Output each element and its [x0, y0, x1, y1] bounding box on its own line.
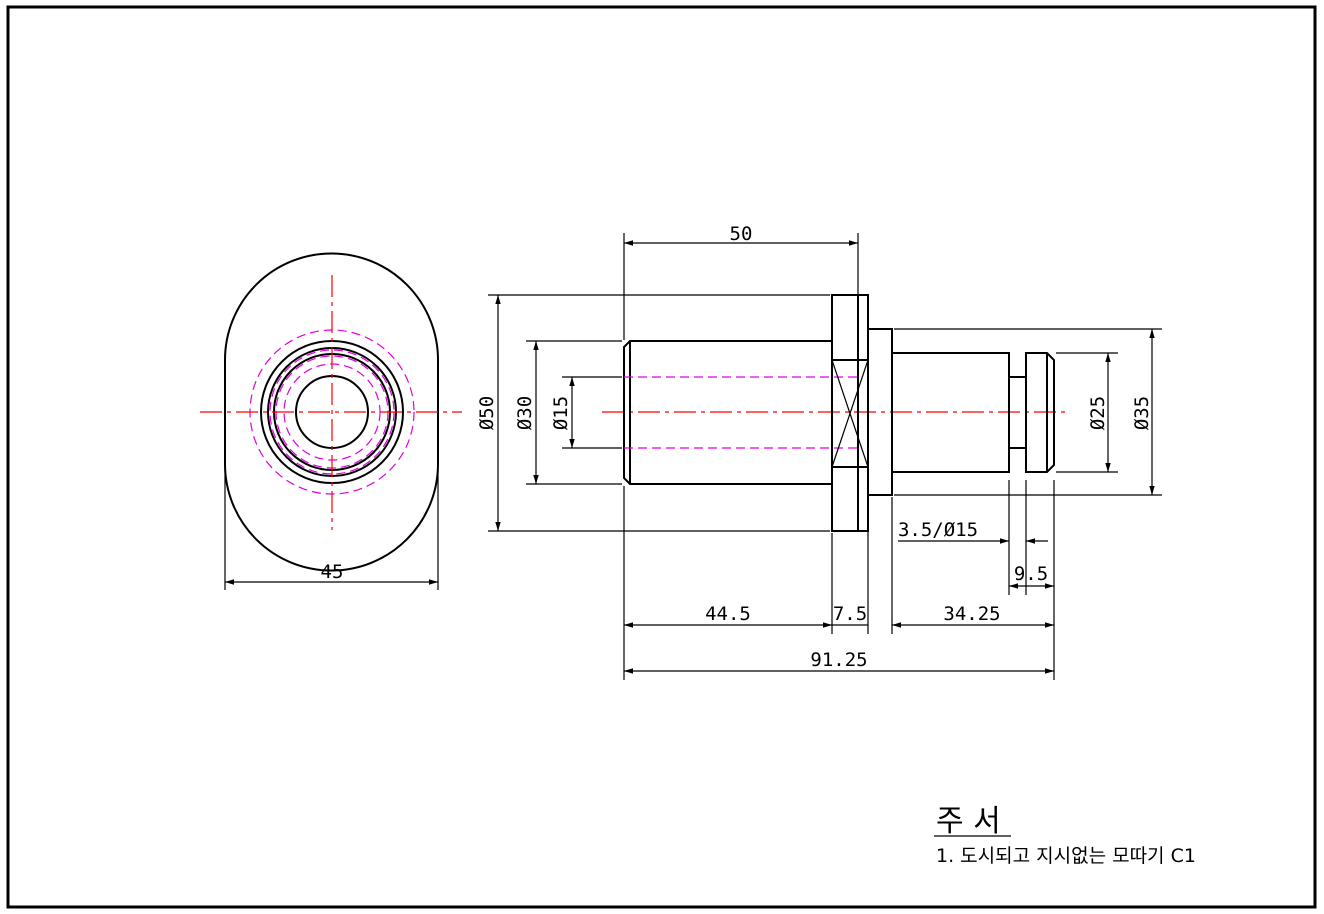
- front-view: 45: [200, 252, 462, 590]
- front-outer-profile: [224, 252, 439, 572]
- dim-text-91-25: 91.25: [810, 649, 867, 671]
- body-30: [623, 340, 832, 485]
- dim-text-dia15: Ø15: [550, 396, 572, 430]
- dim-text-dia30: Ø30: [514, 396, 536, 430]
- notes-line-1: 1. 도시되고 지시없는 모따기 C1: [936, 845, 1196, 867]
- notes-block: 주 서 1. 도시되고 지시없는 모따기 C1: [934, 804, 1196, 867]
- dim-text-9-5: 9.5: [1014, 563, 1048, 585]
- dim-text-7-5: 7.5: [833, 603, 867, 625]
- notes-title: 주 서: [936, 804, 1001, 839]
- dim-text-dia25: Ø25: [1087, 396, 1109, 430]
- side-view: 50 Ø50 Ø30 Ø15 Ø25 Ø35 3.5/Ø15 9.5: [476, 223, 1162, 680]
- dim-text-50: 50: [730, 223, 753, 245]
- dim-text-dia50: Ø50: [476, 396, 498, 430]
- flange-cross-2: [831, 359, 869, 468]
- drawing-border: [6, 5, 1317, 909]
- dim-text-groove: 3.5/Ø15: [898, 519, 978, 541]
- dim-text-45: 45: [321, 561, 344, 583]
- dim-text-44-5: 44.5: [705, 603, 751, 625]
- dim-text-dia35: Ø35: [1131, 396, 1153, 430]
- dim-text-34-25: 34.25: [943, 603, 1000, 625]
